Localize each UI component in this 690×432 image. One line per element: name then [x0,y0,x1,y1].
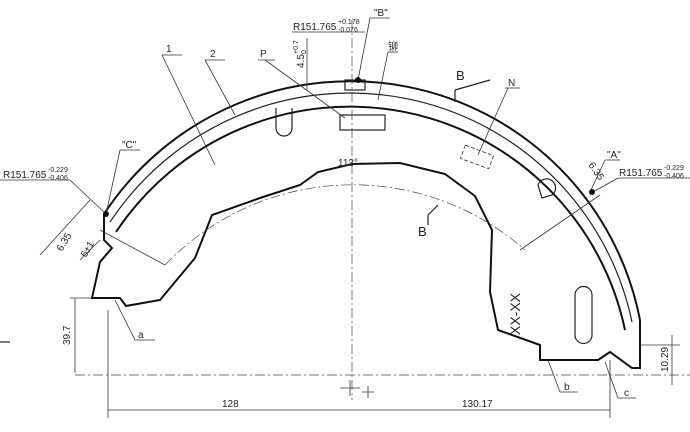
point-c-label: "C" [122,140,137,151]
angle-label: 113° [338,158,358,169]
ref-a: a [138,330,144,341]
n-label: N [508,78,515,89]
point-a-label: "A" [607,150,621,161]
dim-130-17: 130.17 [462,399,493,410]
section-mark: XX-XX [507,292,523,335]
point-b-marker [355,77,361,83]
label-p-box [339,114,386,131]
svg-text:+0.7: +0.7 [293,40,300,54]
radius-left-tol-upper: -0.229 [48,167,68,174]
radius-right: R151.765 [619,168,663,179]
lining-outer-arc [103,80,641,321]
radius-top-tol-lower: -0.076 [338,27,358,34]
part-1-label: 1 [166,44,172,55]
radius-left-tol-lower: -0.406 [48,175,68,182]
notch-right [537,178,557,199]
radius-right-tol-lower: -0.406 [664,173,684,180]
svg-text:4.5: 4.5 [296,54,307,68]
section-b-bottom: B [418,224,427,239]
radius-top: R151.765 [293,22,337,33]
dim-10-29: 10.29 [660,347,671,372]
dim-6-35-left: 6.35 [55,231,74,254]
angle-arc [164,184,526,266]
section-b-top: B [456,68,465,83]
slot-right [574,285,593,345]
shoe-web-outline [90,161,641,369]
radius-top-tol-upper: +0.178 [338,19,360,26]
dim-39-7: 39.7 [62,325,73,345]
radius-left: R151.765 [3,170,47,181]
lining-inner-arc [109,92,633,323]
radius-right-tol-upper: -0.229 [664,165,684,172]
label-n-box [459,144,495,170]
point-b-label: "B" [374,8,388,19]
point-a-marker [589,189,595,195]
part-2-label: 2 [210,49,216,60]
svg-text:0: 0 [301,50,308,54]
rivet-label: 铆 [388,40,398,53]
dim-6-1: 6±1 [79,239,97,259]
slot-left [275,108,293,137]
point-c-marker [103,211,109,217]
ref-c: c [624,388,629,399]
dim-128: 128 [222,399,239,410]
ref-b: b [564,382,570,393]
p-label: P [260,49,267,60]
shoe-rim-arc [115,105,626,331]
dimension-lines [0,17,690,418]
dim-4-5: 4.5 +0.7 0 [293,40,308,68]
